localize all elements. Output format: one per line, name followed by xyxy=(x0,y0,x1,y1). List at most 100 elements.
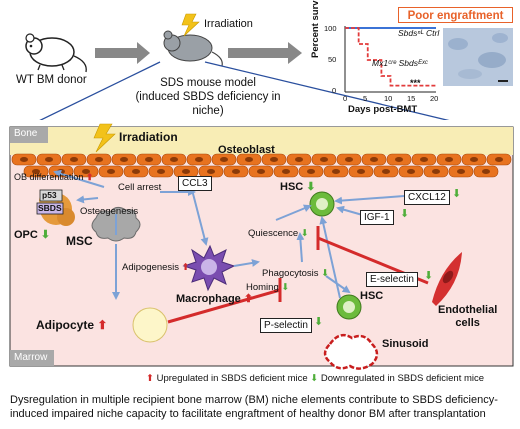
homing-text: Homing xyxy=(246,282,279,293)
donor-label: WT BM donor xyxy=(16,74,87,86)
osteoblast-nucleus xyxy=(332,169,340,174)
down-arrow-icon: ⬇ xyxy=(318,268,330,279)
hsc-top-cell-icon xyxy=(309,191,335,217)
osteoblast-nucleus xyxy=(232,169,240,174)
osteoblast-nucleus xyxy=(170,157,178,162)
sinusoid-icon xyxy=(323,333,379,370)
phagocytosis-text: Phagocytosis xyxy=(262,268,319,279)
adipocyte-label: Adipocyte ⬆ xyxy=(36,318,107,332)
osteoblast-nucleus xyxy=(120,157,128,162)
osteoblast-nucleus xyxy=(445,157,453,162)
model-label: SDS mouse model (induced SBDS deficiency… xyxy=(128,76,288,118)
osteoblast-nucleus xyxy=(495,157,503,162)
up-arrow-icon: ⬆ xyxy=(94,318,108,332)
chart-ytick-50: 50 xyxy=(328,55,337,64)
legend-down-label: Downregulated in SBDS deficient mice xyxy=(320,373,485,384)
opc-label: OPC ⬇ xyxy=(14,228,50,241)
figure-caption: Dysregulation in multiple recipient bone… xyxy=(10,394,498,420)
osteoblast-nucleus xyxy=(357,169,365,174)
chart-xtick-15: 15 xyxy=(407,94,416,103)
regulation-legend: ⬆ Upregulated in SBDS deficient mice ⬇ D… xyxy=(146,373,484,384)
hsc-bottom-label: HSC xyxy=(360,290,384,302)
irradiation-top-label: Irradiation xyxy=(204,18,253,30)
bone-label: Bone xyxy=(14,128,38,139)
down-arrow-icon: ⬇ xyxy=(298,228,309,239)
adipocyte-cell-icon xyxy=(132,307,168,343)
osteoblast-nucleus xyxy=(182,169,190,174)
osteoblast-nucleus xyxy=(95,157,103,162)
osteoblast-nucleus xyxy=(307,169,315,174)
adipocyte-text: Adipocyte xyxy=(36,318,95,332)
osteoblast-nucleus xyxy=(420,157,428,162)
arrow-model-to-result xyxy=(228,42,302,64)
osteoblast-nucleus xyxy=(70,157,78,162)
p53-label: p53 xyxy=(42,190,57,200)
osteoblast-nucleus xyxy=(395,157,403,162)
cell-arrest-label: Cell arrest xyxy=(118,182,162,193)
down-arrow-icon: ⬇ xyxy=(400,208,410,220)
osteoblast-nucleus xyxy=(107,169,115,174)
osteoblast-nucleus xyxy=(295,157,303,162)
marrow-tab xyxy=(10,350,54,366)
osteoblast-nucleus xyxy=(382,169,390,174)
survival-chart xyxy=(344,26,436,93)
quiescence-text: Quiescence xyxy=(248,228,299,239)
bone-band xyxy=(10,127,513,155)
lightning-icon xyxy=(181,13,200,37)
osteoblast-nucleus xyxy=(45,157,53,162)
chart-xtick-10: 10 xyxy=(384,94,393,103)
hsc-top-text: HSC xyxy=(280,181,304,193)
sbds-label: SBDS xyxy=(38,203,62,213)
endothelial-label-line2: cells xyxy=(455,317,480,329)
osteoblast-nucleus xyxy=(20,157,28,162)
chart-series-exc xyxy=(345,27,436,87)
osteoblast-nucleus xyxy=(482,169,490,174)
osteoblast-nucleus xyxy=(82,169,90,174)
irradiation-niche-label: Irradiation xyxy=(119,130,178,144)
osteoblast-nucleus xyxy=(132,169,140,174)
ccl3-box: CCL3 xyxy=(178,176,212,191)
up-arrow-icon: ⬆ xyxy=(146,373,154,384)
osteoblast-nucleus xyxy=(370,157,378,162)
hsc-bottom-cell-icon xyxy=(336,294,362,320)
histology-image xyxy=(443,28,513,86)
endothelial-label: Endothelial cells xyxy=(438,304,497,330)
pselectin-box: P-selectin xyxy=(260,318,312,333)
endothelial-cell-icon xyxy=(432,252,462,306)
endothelial-label-line1: Endothelial xyxy=(438,304,498,316)
homing-label: Homing ⬇ xyxy=(246,282,289,293)
osteoblast-nucleus xyxy=(145,157,153,162)
pathway-arrows xyxy=(53,169,405,300)
poor-engraftment-badge: Poor engraftment xyxy=(398,7,513,23)
down-arrow-icon: ⬇ xyxy=(452,188,462,200)
osteoblast-nucleus xyxy=(270,157,278,162)
osteoblast-nucleus xyxy=(257,169,265,174)
quiescence-label: Quiescence ⬇ xyxy=(248,228,309,239)
chart-xtick-5: 5 xyxy=(363,94,368,103)
osteoblast-nucleus xyxy=(195,157,203,162)
cxcl12-box: CXCL12 xyxy=(404,190,450,205)
zoom-line-right xyxy=(204,61,450,120)
hsc-top-label: HSC ⬇ xyxy=(280,180,316,193)
adipogenesis-text: Adipogenesis xyxy=(122,262,180,273)
zoom-line-left xyxy=(39,61,161,120)
osteoblast-nucleus xyxy=(320,157,328,162)
up-arrow-icon: ⬆ xyxy=(83,172,94,182)
macrophage-cell-icon xyxy=(182,244,236,292)
osteoblast-nucleus xyxy=(157,169,165,174)
up-arrow-icon: ⬆ xyxy=(179,262,190,273)
msc-label: MSC xyxy=(66,234,93,248)
osteoblast-nucleus xyxy=(32,169,40,174)
phagocytosis-label: Phagocytosis ⬇ xyxy=(262,268,329,279)
arrow-donor-to-model xyxy=(95,42,150,64)
down-arrow-icon: ⬇ xyxy=(278,282,290,293)
chart-legend-ctrl: Sbdsⁿᴸ Ctrl xyxy=(398,28,440,38)
down-arrow-icon: ⬇ xyxy=(314,316,324,328)
osteoblast-nucleus xyxy=(207,169,215,174)
osteoblast-label: Osteoblast xyxy=(218,144,275,156)
bone-tab xyxy=(10,127,48,143)
model-label-line1: SDS mouse model xyxy=(160,77,256,89)
irradiation-lightning-icon xyxy=(93,123,116,153)
down-arrow-icon: ⬇ xyxy=(37,229,51,241)
